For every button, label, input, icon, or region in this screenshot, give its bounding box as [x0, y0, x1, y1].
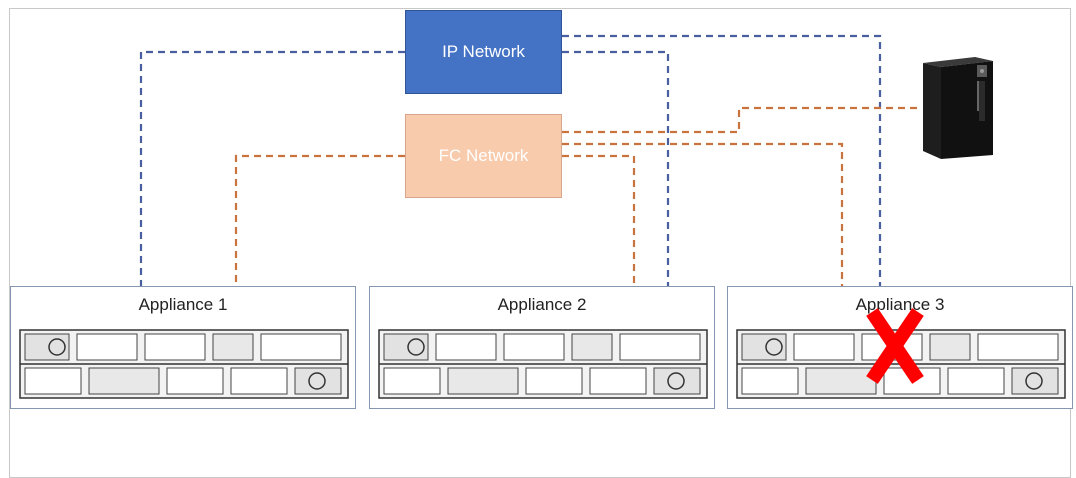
server-chassis-icon: [19, 329, 349, 399]
fc-network-label: FC Network: [438, 146, 529, 165]
server-chassis-icon: [378, 329, 708, 399]
appliance-1: Appliance 1: [10, 286, 356, 409]
fc-link-host: [562, 106, 917, 134]
ip-network-label: IP Network: [442, 42, 525, 61]
fc-network-box: FC Network: [405, 114, 562, 198]
fc-link-appliance-3: [562, 142, 844, 286]
ip-link-appliance-2: [562, 50, 670, 286]
appliance-2: Appliance 2: [369, 286, 715, 409]
ip-network-box: IP Network: [405, 10, 562, 94]
ip-link-appliance-3: [562, 34, 882, 286]
tower-server-icon: [923, 57, 993, 159]
appliance-1-label: Appliance 1: [138, 295, 228, 314]
appliance-2-label: Appliance 2: [497, 295, 587, 314]
fc-link-appliance-2: [562, 154, 636, 286]
fc-link-appliance-1: [234, 154, 405, 286]
red-x-icon: [866, 308, 924, 384]
ip-link-appliance-1: [139, 50, 405, 286]
